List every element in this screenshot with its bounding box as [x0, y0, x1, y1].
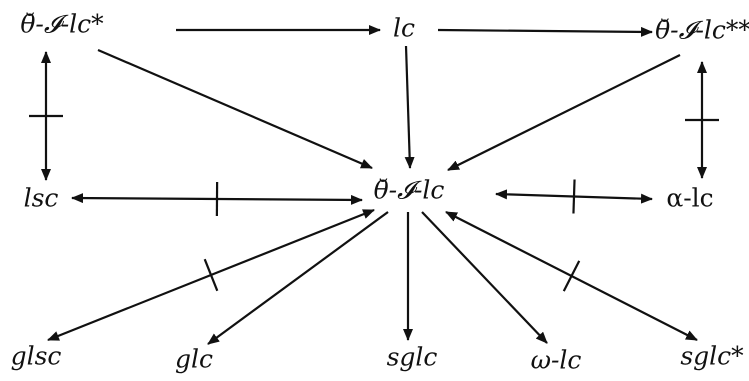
edge-lc-to-tilde_dstar: [437, 26, 653, 37]
node-sglc-star: sglc*: [680, 341, 744, 371]
edge-center-to-glc: [207, 211, 389, 345]
node-glsc: glsc: [10, 341, 62, 371]
node-omega-lc: ω-lc: [530, 345, 582, 375]
edge-tilde_dstar-to-center: [447, 54, 681, 171]
non-implication-bar-sglc_star-center: [562, 260, 581, 292]
node-theta-i-lc: θ̆-𝓘-lc: [373, 175, 445, 205]
edge-tilde_star-to-center: [97, 48, 373, 170]
non-implication-bar-glsc-center: [203, 258, 219, 292]
node-lsc: lsc: [23, 183, 59, 213]
node-alpha-lc: α-lc: [666, 183, 714, 213]
node-lc: lc: [393, 13, 415, 43]
non-implication-bar-alpha-center: [572, 179, 576, 214]
edge-lc-to-center: [404, 45, 415, 169]
node-sglc: sglc: [386, 342, 438, 372]
node-theta-i-lc-double-star: θ̆-𝓘-lc**: [655, 15, 749, 45]
node-theta-i-lc-star: θ̆-𝓘-lc*: [20, 9, 104, 39]
node-glc: glc: [174, 344, 214, 374]
